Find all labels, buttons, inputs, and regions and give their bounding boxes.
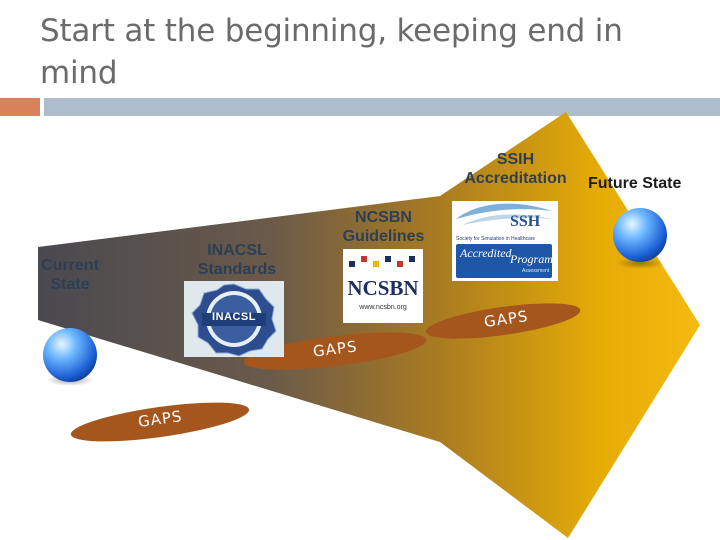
ncsbn-guidelines-label: NCSBN Guidelines: [342, 209, 425, 245]
ssh-logo-program: Accredited Program Assessment: [456, 244, 553, 278]
ssh-logo-text: SSH: [510, 213, 541, 230]
current-state-sphere: [43, 328, 97, 382]
ssih-accreditation-label: SSIH Accreditation: [448, 150, 583, 188]
ncsbn-logo: NCSBN www.ncsbn.org: [343, 249, 423, 323]
future-state-sphere: [613, 208, 667, 262]
ncsbn-logo-text: NCSBN: [347, 276, 419, 300]
title-accent-bar: [0, 98, 40, 116]
ssh-logo-subtitle: Society for Simulation in Healthcare: [456, 236, 536, 242]
inacsl-standards-label: INACSL Standards: [197, 242, 277, 278]
gap-middle: [243, 332, 427, 370]
future-state-label: Future State: [588, 175, 682, 192]
ssh-program-line-3: Assessment: [522, 268, 550, 274]
ssih-accreditation-text: SSIH Accreditation: [464, 151, 567, 187]
inacsl-logo: INACSL: [184, 281, 284, 357]
gap-left: [70, 402, 250, 442]
slide-title: Start at the beginning, keeping end in m…: [40, 13, 623, 91]
title-divider-bar: [44, 98, 720, 116]
inacsl-logo-text: INACSL: [212, 311, 256, 323]
current-state-label: Current State: [41, 257, 99, 293]
ssh-logo: SSH Society for Simulation in Healthcare…: [452, 201, 558, 281]
ssh-program-line-2: Program: [510, 252, 553, 266]
ncsbn-logo-url: www.ncsbn.org: [359, 304, 407, 311]
gap-right: [425, 303, 581, 339]
ssh-program-line-1: Accredited: [460, 246, 512, 260]
